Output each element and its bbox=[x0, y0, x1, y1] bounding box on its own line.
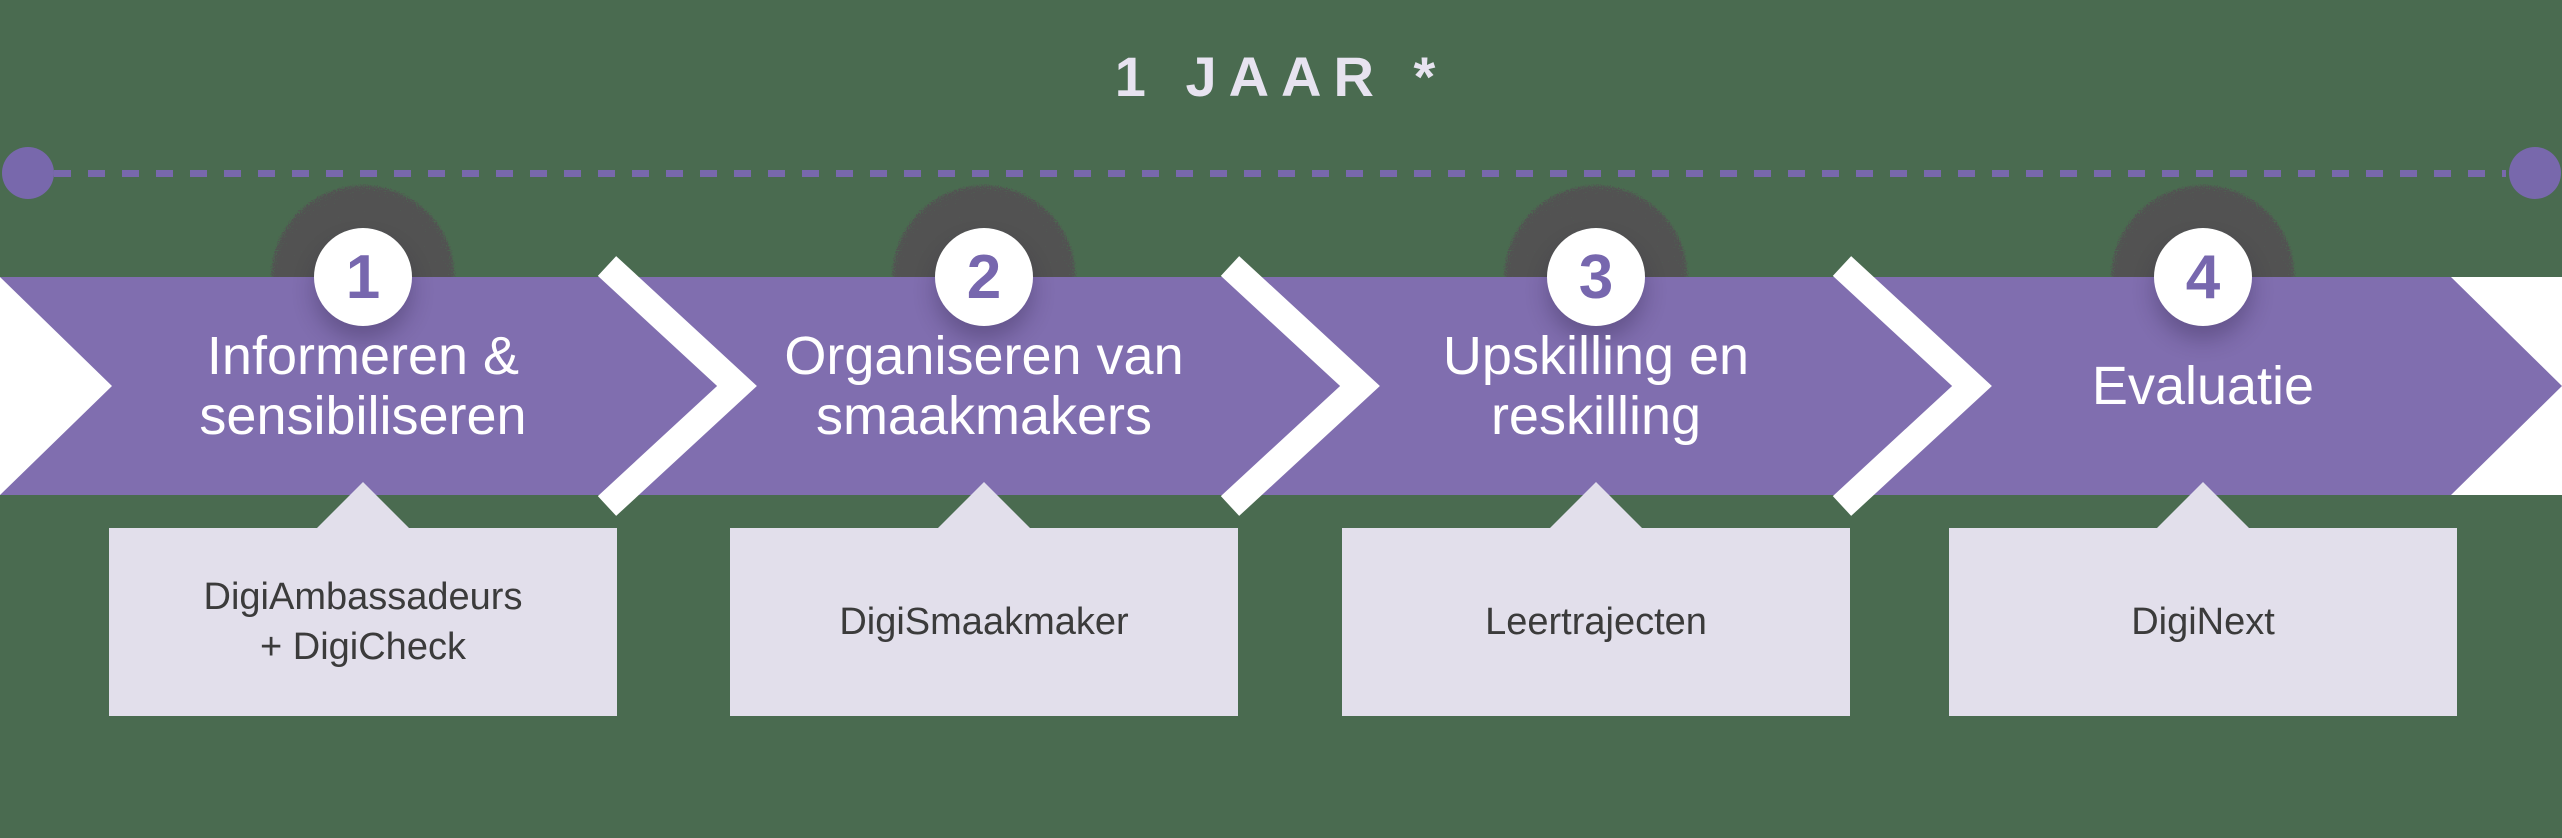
step-callout-label: Leertrajecten bbox=[1485, 601, 1707, 643]
step-callout-box: DigiSmaakmaker bbox=[730, 528, 1238, 716]
step-number: 4 bbox=[2185, 242, 2221, 312]
step-title: Informeren & sensibiliseren bbox=[199, 326, 527, 446]
callout-pointer-icon bbox=[2157, 482, 2249, 528]
timeline-end-dot-icon bbox=[2509, 147, 2561, 199]
step-callout-box: Leertrajecten bbox=[1342, 528, 1850, 716]
step-callout-label: DigiNext bbox=[2131, 601, 2275, 643]
step-title: Upskilling en reskilling bbox=[1442, 326, 1750, 446]
step-group-2: 2 Organiseren van smaakmakers DigiSmaakm… bbox=[674, 0, 1294, 838]
step-callout-box: DigiNext bbox=[1949, 528, 2457, 716]
step-group-3: 3 Upskilling en reskilling Leertrajecten bbox=[1286, 0, 1906, 838]
step-group-4: 4 Evaluatie DigiNext bbox=[1893, 0, 2513, 838]
step-number: 1 bbox=[345, 242, 381, 312]
step-number-badge: 4 bbox=[2154, 228, 2252, 326]
step-title: Evaluatie bbox=[2091, 356, 2315, 416]
step-number: 3 bbox=[1578, 242, 1614, 312]
step-number: 2 bbox=[966, 242, 1002, 312]
step-group-1: 1 Informeren & sensibiliseren DigiAmbass… bbox=[53, 0, 673, 838]
step-number-badge: 2 bbox=[935, 228, 1033, 326]
step-callout-label: DigiAmbassadeurs + DigiCheck bbox=[203, 576, 523, 668]
chevron-separator-icon bbox=[1832, 256, 1992, 516]
timeline-start-dot-icon bbox=[2, 147, 54, 199]
step-callout-label: DigiSmaakmaker bbox=[839, 601, 1129, 643]
step-number-badge: 3 bbox=[1547, 228, 1645, 326]
step-callout-box: DigiAmbassadeurs + DigiCheck bbox=[109, 528, 617, 716]
callout-pointer-icon bbox=[938, 482, 1030, 528]
callout-pointer-icon bbox=[317, 482, 409, 528]
step-number-badge: 1 bbox=[314, 228, 412, 326]
chevron-separator-icon bbox=[1220, 256, 1380, 516]
step-title: Organiseren van smaakmakers bbox=[784, 326, 1184, 446]
timeline-duration-label: 1 JAAR * bbox=[1114, 45, 1448, 108]
callout-pointer-icon bbox=[1550, 482, 1642, 528]
chevron-separator-icon bbox=[597, 256, 757, 516]
timeline-dashed-line bbox=[54, 170, 2506, 177]
